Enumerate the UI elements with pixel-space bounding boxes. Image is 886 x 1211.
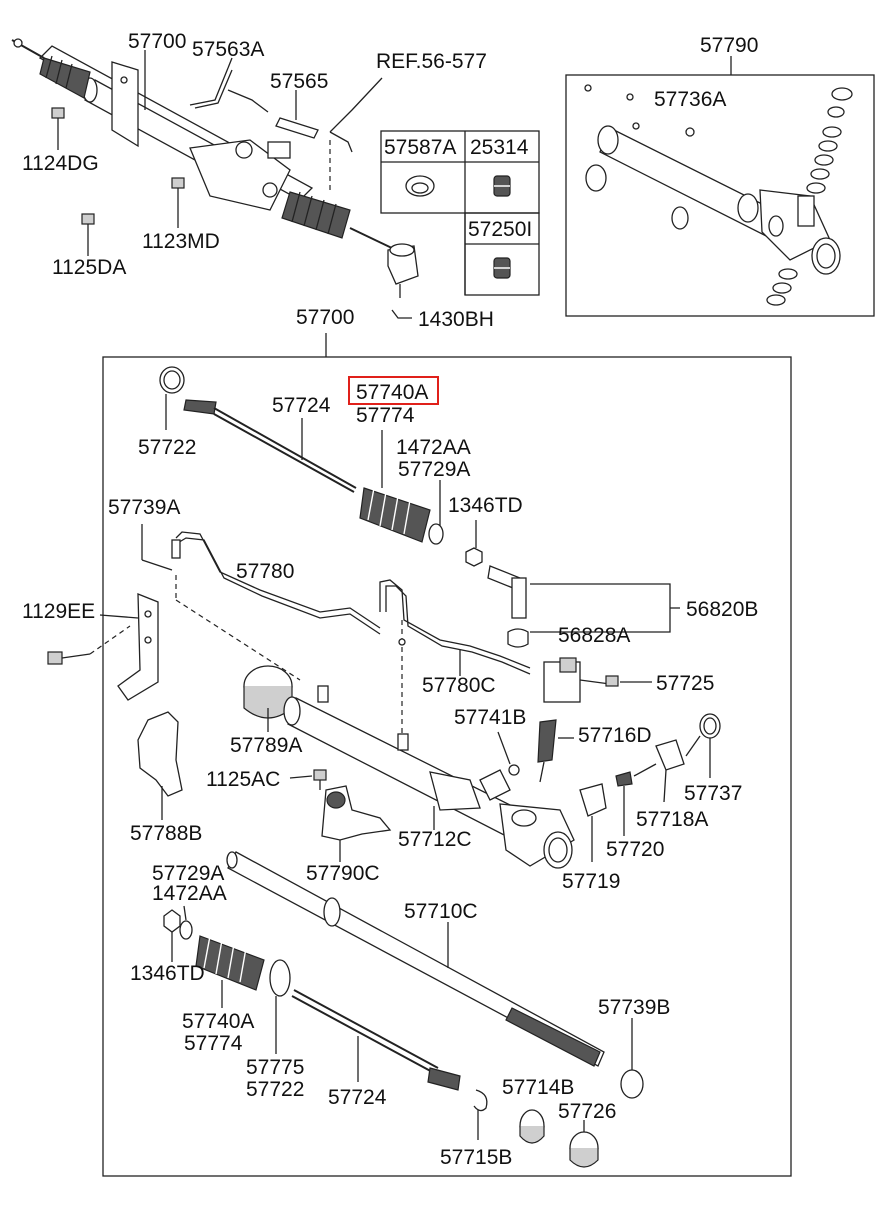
- label-1125DA[interactable]: 1125DA: [52, 256, 126, 279]
- label-1472AA-top[interactable]: 1472AA: [396, 436, 471, 459]
- label-57789A[interactable]: 57789A: [230, 734, 302, 757]
- label-1125AC[interactable]: 1125AC: [206, 768, 280, 791]
- clamp-57788B-icon: [137, 711, 183, 797]
- label-57700-top[interactable]: 57700: [128, 30, 186, 53]
- label-57775[interactable]: 57775: [246, 1056, 304, 1079]
- cover-57719-icon: [579, 783, 607, 817]
- top-steering-gear-assembly: [11, 38, 419, 319]
- bush-57714B-icon: [519, 1109, 545, 1144]
- label-56820B[interactable]: 56820B: [686, 598, 758, 621]
- label-57736A[interactable]: 57736A: [654, 88, 726, 111]
- label-1472AA-bottom[interactable]: 1472AA: [152, 882, 227, 905]
- label-57724-top[interactable]: 57724: [272, 394, 331, 417]
- valve-57725-icon: [543, 657, 619, 703]
- clamp-57587A-icon: [405, 175, 435, 197]
- label-1346TD-bottom[interactable]: 1346TD: [130, 962, 205, 985]
- bolt-1123MD-icon: [171, 177, 185, 200]
- bolt-1125AC-icon: [313, 769, 327, 790]
- label-57740A-highlighted[interactable]: 57740A: [356, 381, 428, 404]
- boot-57740A-bottom-icon: [195, 935, 265, 991]
- label-57790C[interactable]: 57790C: [306, 862, 380, 885]
- label-57788B[interactable]: 57788B: [130, 822, 202, 845]
- label-57716D[interactable]: 57716D: [578, 724, 652, 747]
- bushing-grid: [380, 130, 540, 296]
- highlight-57740A[interactable]: [348, 376, 439, 405]
- bracket-1129EE-icon: [117, 593, 159, 701]
- tie-rod-end-icon: [387, 243, 419, 298]
- label-57726[interactable]: 57726: [558, 1100, 616, 1123]
- gear-housing-icon: [283, 685, 575, 869]
- label-57780C[interactable]: 57780C: [422, 674, 496, 697]
- right-boot-icon: [281, 191, 351, 239]
- label-57722-top[interactable]: 57722: [138, 436, 196, 459]
- label-57563A[interactable]: 57563A: [192, 38, 264, 61]
- label-57565[interactable]: 57565: [270, 70, 328, 93]
- label-57724-bottom[interactable]: 57724: [328, 1086, 387, 1109]
- label-57737[interactable]: 57737: [684, 782, 742, 805]
- label-57712C[interactable]: 57712C: [398, 828, 472, 851]
- label-57718A[interactable]: 57718A: [636, 808, 708, 831]
- main-parts: [47, 366, 721, 1168]
- spring-57716D-icon: [537, 719, 557, 783]
- label-25314[interactable]: 25314: [470, 136, 529, 159]
- label-1346TD-top[interactable]: 1346TD: [448, 494, 523, 517]
- label-57740A-bottom[interactable]: 57740A: [182, 1010, 254, 1033]
- label-57739B[interactable]: 57739B: [598, 996, 670, 1019]
- label-57729A-bottom[interactable]: 57729A: [152, 862, 224, 885]
- bushing-25314-icon: [493, 175, 511, 197]
- clip-1430BH-icon: [391, 309, 412, 319]
- bolt-1129EE-icon: [47, 651, 91, 665]
- label-57720[interactable]: 57720: [606, 838, 664, 861]
- label-57719[interactable]: 57719: [562, 870, 620, 893]
- label-57722-bottom[interactable]: 57722: [246, 1078, 304, 1101]
- labels: 57700 57563A REF.56-577 57565 1124DG 112…: [22, 30, 758, 1169]
- label-57715B[interactable]: 57715B: [440, 1146, 512, 1169]
- label-57739A[interactable]: 57739A: [108, 496, 180, 519]
- label-57725[interactable]: 57725: [656, 672, 714, 695]
- label-1123MD[interactable]: 1123MD: [142, 230, 220, 253]
- label-ref[interactable]: REF.56-577: [376, 50, 487, 73]
- bracket-57790C-icon: [321, 785, 392, 841]
- label-57790[interactable]: 57790: [700, 34, 758, 57]
- rack-bar-icon: [226, 851, 605, 1067]
- repair-kit-57790: [565, 56, 875, 317]
- left-boot-icon: [39, 55, 91, 99]
- label-57714B[interactable]: 57714B: [502, 1076, 574, 1099]
- bushing-57789A-icon: [243, 665, 293, 719]
- main-exploded-box: [102, 333, 792, 1177]
- inner-tie-rod-icon: [183, 399, 357, 493]
- label-1124DG[interactable]: 1124DG: [22, 152, 99, 175]
- label-1430BH[interactable]: 1430BH: [418, 308, 494, 331]
- bushing-57250I-icon: [493, 257, 511, 279]
- label-57774-bottom[interactable]: 57774: [184, 1032, 243, 1055]
- label-57741B[interactable]: 57741B: [454, 706, 526, 729]
- label-57710C[interactable]: 57710C: [404, 900, 478, 923]
- label-57780[interactable]: 57780: [236, 560, 294, 583]
- label-1129EE[interactable]: 1129EE: [22, 600, 95, 623]
- label-57587A[interactable]: 57587A: [384, 136, 456, 159]
- boot-57740A-icon: [359, 487, 431, 543]
- label-57250I[interactable]: 57250I: [468, 218, 532, 241]
- label-56828A[interactable]: 56828A: [558, 624, 630, 647]
- bush-57726-icon: [569, 1131, 599, 1168]
- label-57774[interactable]: 57774: [356, 404, 415, 427]
- bolt-1124DG-icon: [51, 107, 65, 136]
- label-57729A-top[interactable]: 57729A: [398, 458, 470, 481]
- label-57700-main[interactable]: 57700: [296, 306, 354, 329]
- plug-57718A-icon: [655, 739, 685, 771]
- bolt-1125DA-icon: [81, 213, 95, 236]
